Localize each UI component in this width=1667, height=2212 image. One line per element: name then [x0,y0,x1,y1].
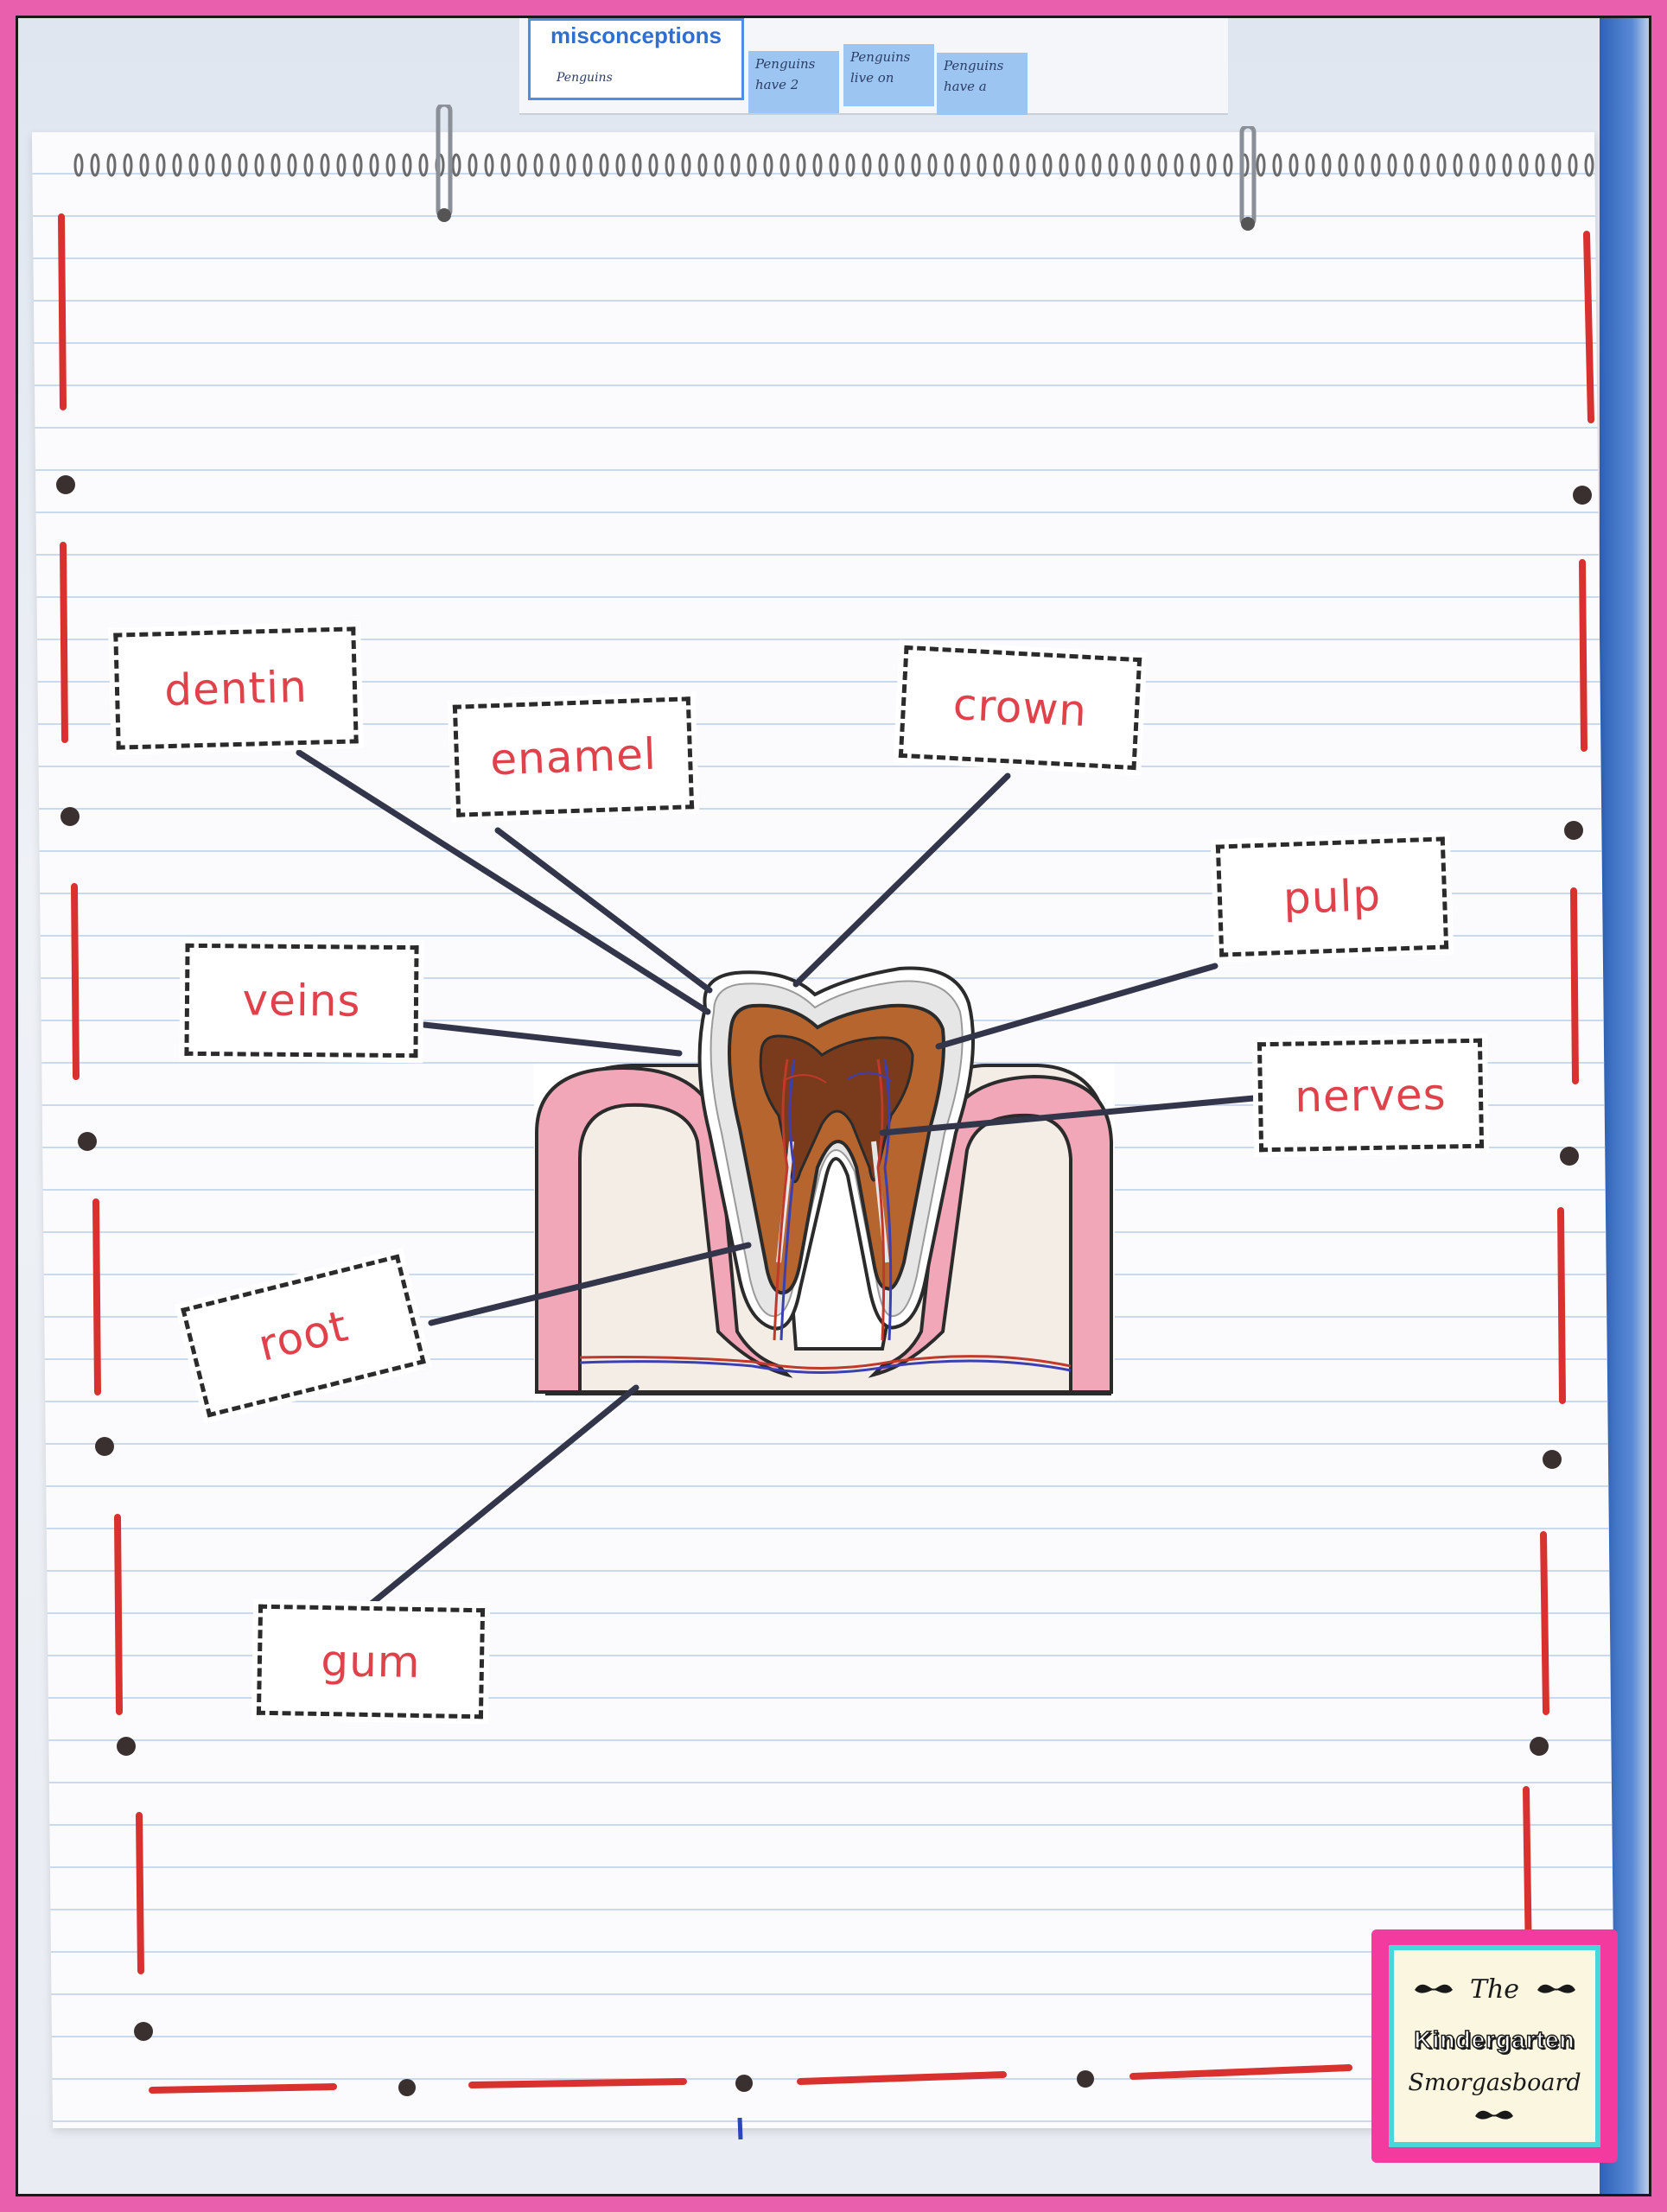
background-poster-note: Penguins [557,71,613,85]
label-crown: crown [951,678,1089,737]
binder-ring-icon [436,105,453,222]
leader-lines [296,749,1257,1610]
red-dash-border [56,213,1594,2140]
background-sticky-note: Penguins have a [937,53,1028,115]
label-card-dentin: dentin [113,626,359,750]
photo-frame: misconceptions Penguins Penguins have 2 … [16,16,1651,2196]
label-dentin: dentin [163,661,309,715]
note-line: Penguins [850,49,911,65]
spiral-binding [73,153,1594,177]
label-pulp: pulp [1282,870,1383,924]
label-root: root [253,1300,353,1371]
label-card-nerves: nerves [1257,1038,1485,1153]
logo-panel: The Kindergarten Smorgasboard [1389,1945,1600,2147]
tooth-diagram [296,749,1257,1610]
note-line: Penguins [755,56,816,72]
label-card-pulp: pulp [1215,836,1449,957]
note-line: have a [944,79,987,94]
label-card-enamel: enamel [452,696,695,817]
mustache-icon [1475,2110,1513,2120]
logo-line-kindergarten: Kindergarten [1414,2025,1575,2054]
background-poster: misconceptions Penguins [528,18,744,100]
background-sticky-note: Penguins live on [843,44,934,106]
note-line: Penguins [944,58,1004,73]
binder-ring-icon [1239,126,1257,231]
background-sticky-note: Penguins have 2 [748,51,839,113]
kindergarten-smorgasboard-logo: The Kindergarten Smorgasboard [1371,1929,1618,2163]
label-enamel: enamel [489,728,658,785]
label-nerves: nerves [1294,1068,1447,1122]
label-card-gum: gum [256,1604,486,1719]
background-poster-title: misconceptions [550,22,722,48]
logo-line-smorgasboard: Smorgasboard [1408,2069,1581,2096]
note-line: live on [850,70,894,86]
mustache-icon [1415,1984,1453,1993]
tooth [697,966,975,1341]
label-card-crown: crown [898,645,1142,771]
mustache-icon [1537,1984,1575,1993]
label-card-veins: veins [184,943,419,1058]
note-line: have 2 [755,77,799,92]
logo-line-the: The [1469,1974,1520,2005]
label-veins: veins [242,975,361,1027]
label-gum: gum [320,1635,422,1688]
